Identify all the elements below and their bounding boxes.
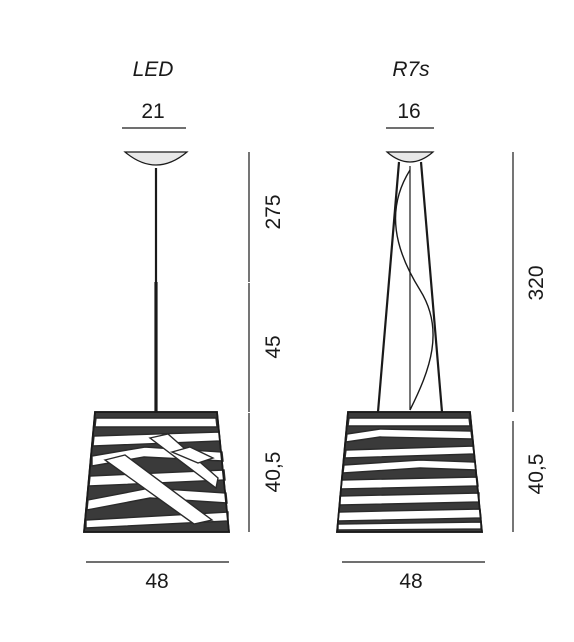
cable-length-led: 275 — [262, 194, 285, 229]
canopy-led — [123, 151, 189, 166]
suspension-cable-right-r7s — [419, 161, 444, 413]
shade-width-led: 48 — [145, 570, 168, 593]
shade-r7s — [336, 411, 483, 533]
lamp-r7s: R7s 16 320 40,5 48 — [336, 58, 548, 593]
shade-led — [83, 411, 230, 533]
suspension-cable-left-r7s — [376, 161, 401, 413]
shade-height-r7s: 40,5 — [525, 454, 548, 495]
power-cord-r7s — [394, 169, 434, 411]
canopy-r7s — [385, 151, 435, 163]
lamp-led: LED 21 275 45 40,5 48 — [83, 58, 285, 593]
variant-label-r7s: R7s — [392, 58, 430, 81]
shade-width-r7s: 48 — [399, 570, 422, 593]
rod-length-led: 45 — [262, 335, 285, 358]
suspension-length-r7s: 320 — [525, 265, 548, 300]
shade-height-led: 40,5 — [262, 452, 285, 493]
canopy-width-led: 21 — [141, 100, 164, 123]
canopy-width-r7s: 16 — [397, 100, 420, 123]
variant-label-led: LED — [133, 58, 174, 81]
